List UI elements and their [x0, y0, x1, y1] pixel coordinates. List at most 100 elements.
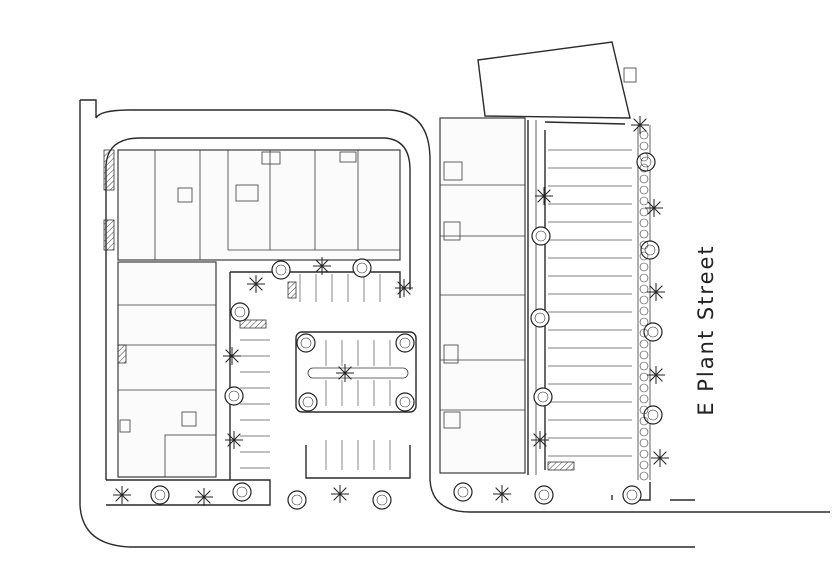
- center-median: [307, 367, 409, 379]
- tree-icon: [372, 490, 392, 510]
- palm-tree-icon: [313, 257, 331, 275]
- building-west: [117, 261, 217, 478]
- tree-icon: [453, 482, 473, 502]
- shrub-icon: [639, 460, 649, 470]
- tree-icon: [533, 387, 553, 407]
- tree-icon: [224, 386, 244, 406]
- shrub-icon: [639, 218, 649, 228]
- east-lot-curb: [544, 121, 626, 470]
- tree-icon: [399, 337, 411, 349]
- tree-icon: [376, 494, 388, 506]
- tree-icon: [232, 482, 252, 502]
- tree-icon: [399, 396, 411, 408]
- tree-icon: [352, 258, 372, 278]
- tree-icon: [395, 333, 415, 353]
- tree-icon: [640, 240, 660, 260]
- building-west-partitions: [118, 304, 217, 478]
- tree-icon: [647, 409, 659, 421]
- tree-icon: [534, 485, 554, 505]
- tree-icon: [287, 490, 307, 510]
- shrub-icon: [639, 438, 649, 448]
- shrub-icon: [639, 328, 649, 338]
- tree-icon: [275, 264, 287, 276]
- hatch-nw: [103, 149, 115, 191]
- shrub-icon: [639, 273, 649, 283]
- shrub-icon: [639, 427, 649, 437]
- palm-tree-icon: [647, 283, 665, 301]
- east-annex-box: [623, 67, 637, 83]
- trees: [113, 116, 669, 510]
- east-annex: [477, 41, 631, 119]
- tree-icon: [644, 244, 656, 256]
- shrub-icon: [639, 449, 649, 459]
- palm-tree-icon: [195, 488, 213, 506]
- shrub-icon: [639, 295, 649, 305]
- shrub-icon: [639, 372, 649, 382]
- hatch-east: [547, 461, 575, 471]
- shrub-icon: [639, 185, 649, 195]
- tree-icon: [395, 392, 415, 412]
- palm-tree-icon: [651, 449, 669, 467]
- tree-icon: [298, 392, 318, 412]
- tree-icon: [296, 333, 316, 353]
- center-island-south: [305, 445, 411, 479]
- palm-tree-icon: [247, 275, 265, 293]
- tree-icon: [622, 485, 642, 505]
- palm-tree-icon: [113, 486, 131, 504]
- palm-tree-icon: [631, 116, 649, 134]
- shrub-icon: [639, 130, 649, 140]
- tree-icon: [228, 390, 240, 402]
- shrub-icon: [639, 262, 649, 272]
- shrub-icon: [639, 163, 649, 173]
- tree-icon: [530, 308, 550, 328]
- tree-icon: [291, 494, 303, 506]
- property-outline-bottom: [79, 100, 695, 548]
- tree-icon: [356, 262, 368, 274]
- tree-icon: [643, 405, 663, 425]
- building-north: [117, 149, 401, 261]
- shrub-icon: [639, 284, 649, 294]
- palm-tree-icon: [645, 199, 663, 217]
- tree-icon: [626, 489, 638, 501]
- center-stalls: [325, 340, 391, 470]
- tree-icon: [643, 322, 663, 342]
- hatch-w1: [103, 219, 115, 251]
- shrub-icon: [639, 361, 649, 371]
- shrub-icon: [639, 405, 649, 415]
- tree-icon: [302, 396, 314, 408]
- tree-icon: [271, 260, 291, 280]
- tree-icon: [236, 486, 248, 498]
- west-lot-curb: [229, 271, 401, 480]
- palm-tree-icon: [531, 431, 549, 449]
- building-east-partitions: [440, 161, 525, 429]
- tree-icon: [640, 156, 652, 168]
- building-east: [439, 117, 526, 474]
- shrub-icon: [639, 240, 649, 250]
- shrub-icon: [639, 339, 649, 349]
- shrub-icon: [639, 394, 649, 404]
- tree-icon: [300, 337, 312, 349]
- palm-tree-icon: [647, 366, 665, 384]
- hatch-post: [287, 281, 297, 299]
- tree-icon: [535, 230, 547, 242]
- tree-icon: [534, 312, 546, 324]
- palm-tree-icon: [395, 279, 413, 297]
- east-lot-stalls: [548, 149, 632, 457]
- tree-icon: [230, 302, 250, 322]
- palm-tree-icon: [336, 364, 354, 382]
- tree-icon: [457, 486, 469, 498]
- property-outline: [80, 99, 830, 513]
- shrub-icon: [639, 207, 649, 217]
- shrub-icon: [639, 416, 649, 426]
- hatch-w2: [117, 344, 127, 364]
- shrub-icon: [639, 229, 649, 239]
- building-north-partitions: [154, 150, 400, 260]
- palm-tree-icon: [535, 187, 553, 205]
- shrub-icon: [639, 174, 649, 184]
- center-island-north: [295, 331, 417, 413]
- street-label: E Plant Street: [694, 244, 718, 416]
- tree-icon: [636, 152, 656, 172]
- shrub-icon: [639, 141, 649, 151]
- tree-icon: [531, 226, 551, 246]
- shrub-icon: [639, 317, 649, 327]
